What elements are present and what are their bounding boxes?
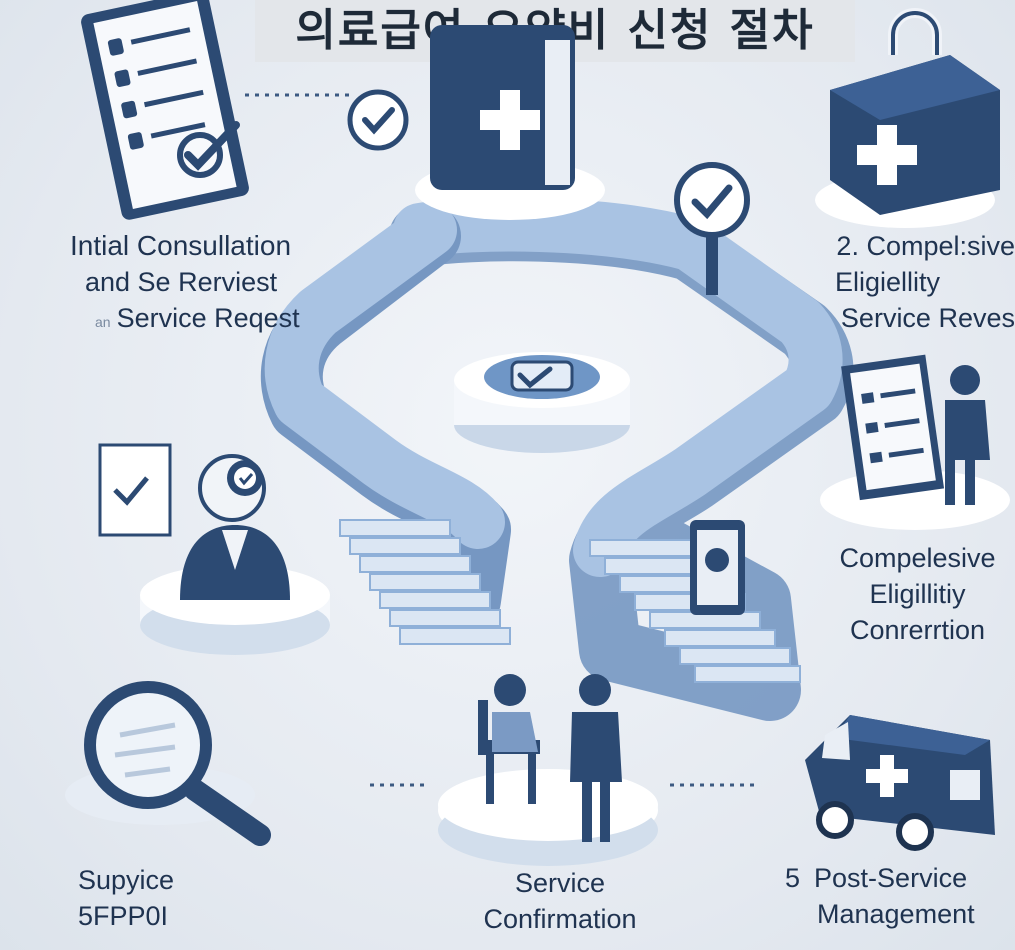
document-device-icon bbox=[690, 520, 745, 615]
step-4-label: Supyice 5FPP0I bbox=[78, 865, 175, 931]
step-5-label: Service Confirmation bbox=[483, 868, 637, 934]
step-3-label: Compelesive Eligillitiy Conrerrtion bbox=[839, 543, 996, 645]
check-badge-icon bbox=[347, 89, 409, 151]
review-person-icon bbox=[820, 354, 1010, 530]
location-check-pin-icon bbox=[674, 162, 750, 295]
winding-path bbox=[260, 197, 854, 721]
ambulance-icon bbox=[805, 715, 995, 851]
consultation-people-icon bbox=[438, 674, 658, 866]
medical-folder-icon bbox=[415, 25, 605, 220]
magnifier-icon bbox=[65, 681, 271, 846]
medical-kit-icon bbox=[815, 8, 1000, 228]
doctor-icon bbox=[98, 443, 330, 655]
step-2-label: 2. Compel:sive Eligiellity Service Reves bbox=[834, 231, 1015, 333]
clipboard-icon bbox=[81, 0, 249, 220]
center-check-pedestal bbox=[454, 352, 630, 453]
